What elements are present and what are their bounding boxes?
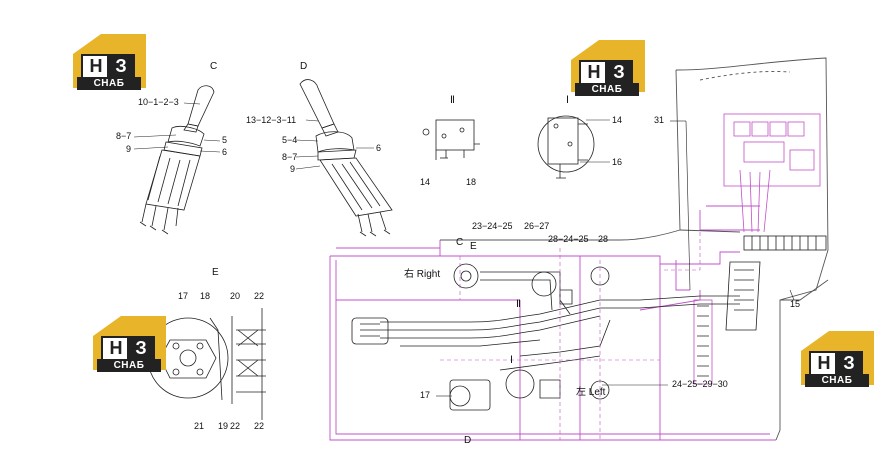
logo-text-right: З	[127, 336, 155, 361]
logo-top-left: Н З СНАБ	[72, 30, 148, 92]
label-c-6: 6	[222, 147, 228, 157]
logo-subtext: СНАБ	[575, 83, 639, 96]
joystick-c-drawing	[139, 85, 215, 235]
label-e-22-mid: 22	[230, 421, 241, 431]
view-label-ii: Ⅱ	[450, 95, 455, 106]
label-d-top: 13−12−3−11	[246, 115, 297, 125]
label-main-c: C	[456, 237, 464, 248]
view-label-e: E	[212, 267, 219, 278]
label-d-6: 6	[376, 143, 382, 153]
logo-top-center: Н З СНАБ	[570, 36, 646, 98]
label-26-27: 26−27	[524, 221, 550, 231]
logo-subtext: СНАБ	[805, 374, 869, 387]
label-main-ii: Ⅱ	[516, 299, 521, 310]
label-c-top: 10−1−2−3	[138, 97, 179, 107]
label-28: 28	[598, 234, 609, 244]
label-15: 15	[790, 299, 801, 309]
leader-lines	[133, 102, 795, 397]
logo-text-right: З	[605, 60, 633, 85]
logo-house-shapes	[73, 34, 874, 385]
view-label-i: Ⅰ	[566, 95, 569, 106]
label-main-d: D	[464, 435, 472, 446]
label-e-17: 17	[178, 291, 189, 301]
label-e-19: 19	[218, 421, 229, 431]
terminal-strip	[693, 235, 827, 385]
label-c-8-7: 8−7	[116, 131, 132, 141]
machine-outline	[329, 205, 776, 441]
guide-lines	[440, 232, 701, 440]
logo-text-right: З	[835, 351, 863, 376]
detail-i-drawing	[537, 115, 595, 179]
joystick-d-drawing	[299, 79, 393, 237]
label-d-8-7: 8−7	[282, 152, 298, 162]
label-c-9: 9	[126, 144, 132, 154]
wiring-harness	[351, 263, 740, 411]
label-28-24-25: 28−24−25	[548, 234, 589, 244]
logo-text-left: Н	[809, 351, 837, 376]
logo-subtext: СНАБ	[97, 359, 161, 372]
cab-outline	[440, 57, 829, 441]
logo-text-left: Н	[81, 54, 109, 79]
label-e-21: 21	[194, 421, 205, 431]
label-e-20: 20	[230, 291, 241, 301]
label-i-14: 14	[612, 115, 623, 125]
logo-text-left: Н	[579, 60, 607, 85]
view-label-d: D	[300, 61, 308, 72]
label-24-25-29-30: 24−25−29−30	[672, 379, 728, 389]
label-ii-18: 18	[466, 177, 477, 187]
label-main-i: Ⅰ	[510, 355, 513, 366]
label-left: 左 Left	[576, 387, 606, 398]
detail-ii-drawing	[422, 119, 480, 160]
label-right: 右 Right	[404, 269, 441, 280]
label-31: 31	[654, 115, 665, 125]
label-main-e: E	[470, 241, 477, 252]
logo-bottom-right: Н З СНАБ	[800, 327, 876, 389]
logo-subtext: СНАБ	[77, 77, 141, 90]
label-d-5-4: 5−4	[282, 135, 298, 145]
label-d-9: 9	[290, 164, 296, 174]
label-e-22-top: 22	[254, 291, 265, 301]
label-i-16: 16	[612, 157, 623, 167]
label-e-18: 18	[200, 291, 211, 301]
logo-text-left: Н	[101, 336, 129, 361]
label-23-24-25: 23−24−25	[472, 221, 513, 231]
logo-bottom-left: Н З СНАБ	[92, 312, 168, 374]
label-c-5: 5	[222, 135, 228, 145]
logo-text-right: З	[107, 54, 135, 79]
label-ii-14: 14	[420, 177, 431, 187]
view-label-c: C	[210, 61, 218, 72]
control-panel	[723, 113, 821, 233]
label-e-22-right: 22	[254, 421, 265, 431]
label-main-17: 17	[420, 390, 431, 400]
